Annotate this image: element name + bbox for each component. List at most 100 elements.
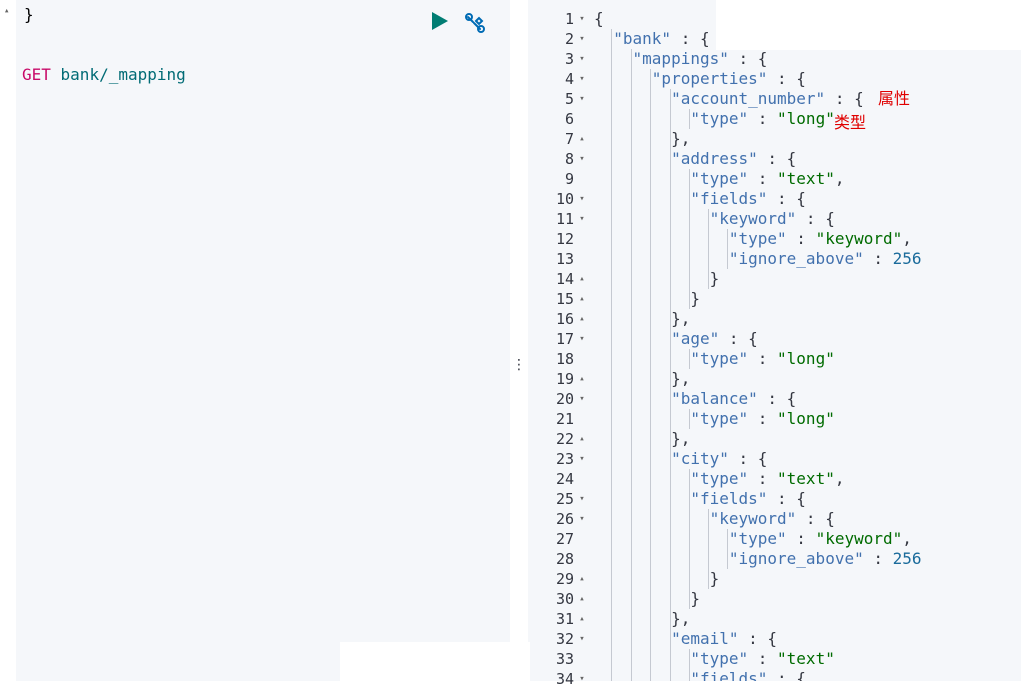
code-token [594,129,671,148]
run-request-button[interactable] [432,12,448,30]
code-token: : { [728,49,768,68]
fold-toggle-icon[interactable]: ▾ [579,14,585,24]
fold-toggle-icon[interactable]: ▾ [579,674,585,684]
code-token: "type" [728,529,787,548]
pane-resize-handle[interactable]: ⋮ [512,357,526,373]
code-line: "ignore_above" : 256 [594,549,922,569]
fold-toggle-icon[interactable]: ▾ [579,154,585,164]
code-token: }, [671,309,691,328]
fold-toggle-icon[interactable]: ▾ [579,194,585,204]
code-token: "text" [777,649,835,668]
code-token: : [786,529,816,548]
fold-toggle-icon[interactable]: ▾ [579,494,585,504]
wrench-icon[interactable] [464,12,486,34]
code-token: : { [825,89,864,108]
code-line: "fields" : { [594,189,806,209]
fold-toggle-icon[interactable]: ▾ [579,34,585,44]
code-token: "long" [777,109,835,128]
line-number: 9 [564,170,574,188]
response-viewer[interactable]: { "bank" : { "mappings" : { "properties"… [590,0,1021,681]
code-token [594,229,729,248]
code-token: }, [671,129,691,148]
line-number: 12 [555,230,574,248]
fold-toggle-icon[interactable]: ▾ [579,74,585,84]
code-line: "age" : { [594,329,758,349]
code-token: : { [796,509,835,528]
code-token [594,549,729,568]
fold-toggle-icon[interactable]: ▾ [579,514,585,524]
unfold-toggle-icon[interactable]: ▴ [579,614,585,624]
code-line: "type" : "long" [594,349,835,369]
unfold-toggle-icon[interactable]: ▴ [579,374,585,384]
code-token: : [786,229,816,248]
indent-guide [689,169,690,309]
fold-toggle-icon[interactable]: ▾ [579,454,585,464]
code-token [594,489,690,508]
unfold-toggle-icon[interactable]: ▴ [579,594,585,604]
code-token: , [902,529,912,548]
code-token [594,149,671,168]
code-token [594,629,671,648]
request-editor[interactable]: } GET bank/_mapping [16,0,510,681]
fold-toggle-icon[interactable]: ▾ [579,634,585,644]
line-number: 17 [555,330,574,348]
code-line: } [594,569,720,589]
request-line[interactable]: GET bank/_mapping [22,65,186,85]
indent-guide [689,349,690,369]
line-number: 13 [555,250,574,268]
code-token [594,29,613,48]
fold-toggle-icon[interactable]: ▾ [579,214,585,224]
code-token: "type" [690,469,749,488]
line-number: 6 [564,110,574,128]
code-token: : { [796,209,835,228]
code-token [594,569,710,588]
indent-guide [689,109,690,129]
code-line: { [594,9,604,29]
unfold-toggle-icon[interactable]: ▴ [579,434,585,444]
code-token: : { [767,489,806,508]
code-line: "properties" : { [594,69,806,89]
line-number: 26 [555,510,574,528]
line-number: 2 [564,30,574,48]
code-line: "mappings" : { [594,49,768,69]
unfold-toggle-icon[interactable]: ▴ [579,274,585,284]
code-token [594,389,671,408]
code-token: "long" [777,409,835,428]
code-token [594,609,671,628]
annotation-type: 类型 [834,113,867,132]
code-line: "ignore_above" : 256 [594,249,922,269]
code-token [594,469,690,488]
code-token: "text" [777,169,835,188]
code-token [594,209,710,228]
code-token: }, [671,609,691,628]
unfold-toggle-icon[interactable]: ▴ [579,574,585,584]
fold-toggle-icon[interactable]: ▾ [579,94,585,104]
code-token [594,289,690,308]
fold-toggle-icon[interactable]: ▾ [579,54,585,64]
code-token [594,169,690,188]
unfold-toggle-icon[interactable]: ▴ [579,314,585,324]
code-token: : { [738,629,778,648]
line-number: 34 [555,670,574,688]
fold-up-icon[interactable]: ▴ [4,6,10,16]
fold-toggle-icon[interactable]: ▾ [579,334,585,344]
code-token: : { [671,29,710,48]
code-token: "type" [690,409,749,428]
code-line: "address" : { [594,149,796,169]
line-number: 30 [555,590,574,608]
code-token [594,589,690,608]
code-line: "type" : "text" [594,649,835,669]
code-token [594,349,690,368]
unfold-toggle-icon[interactable]: ▴ [579,294,585,304]
code-line: "type" : "keyword", [594,229,912,249]
code-line: } [594,269,720,289]
code-token: "keyword" [815,529,903,548]
line-number: 20 [555,390,574,408]
code-token: : { [728,449,768,468]
code-token: : [863,249,893,268]
code-token: , [902,229,912,248]
unfold-toggle-icon[interactable]: ▴ [579,134,585,144]
fold-toggle-icon[interactable]: ▾ [579,394,585,404]
